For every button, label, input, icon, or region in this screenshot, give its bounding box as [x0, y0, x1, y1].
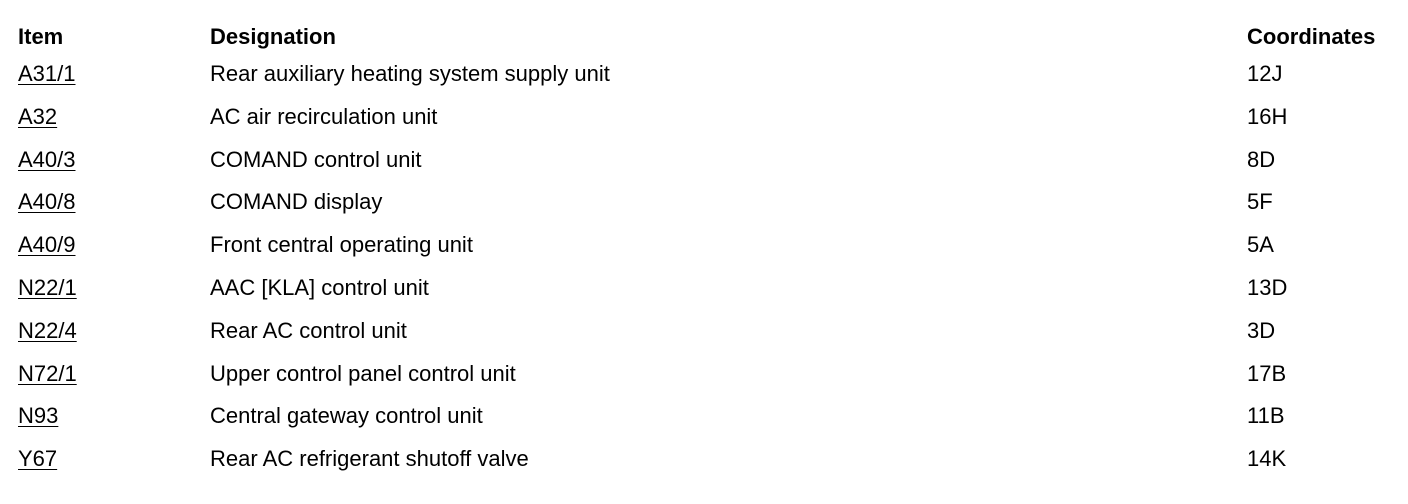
item-link[interactable]: N22/1 — [18, 274, 77, 300]
table-row: N93 Central gateway control unit 11B — [0, 397, 1408, 440]
table-row: N22/4 Rear AC control unit 3D — [0, 312, 1408, 355]
table-row: N72/1 Upper control panel control unit 1… — [0, 355, 1408, 398]
table-body: A31/1 Rear auxiliary heating system supp… — [0, 55, 1408, 483]
table-row: A40/9 Front central operating unit 5A — [0, 226, 1408, 269]
table-row: A40/3 COMAND control unit 8D — [0, 141, 1408, 184]
designation-cell: AC air recirculation unit — [210, 103, 438, 129]
table-row: N22/1 AAC [KLA] control unit 13D — [0, 269, 1408, 312]
coordinates-cell: 3D — [1247, 317, 1276, 343]
header-item: Item — [18, 24, 64, 49]
header-designation: Designation — [210, 24, 336, 49]
coordinates-cell: 14K — [1247, 446, 1287, 472]
designation-cell: Rear auxiliary heating system supply uni… — [210, 61, 610, 86]
coordinates-cell: 16H — [1247, 103, 1288, 129]
designation-cell: COMAND display — [210, 189, 383, 215]
coordinates-cell: 12J — [1247, 61, 1283, 86]
coordinates-cell: 5F — [1247, 189, 1273, 215]
component-table: Item Designation Coordinates A31/1 Rear … — [0, 19, 1408, 483]
item-link[interactable]: A31/1 — [18, 61, 76, 86]
coordinates-cell: 13D — [1247, 274, 1288, 300]
designation-cell: Rear AC refrigerant shutoff valve — [210, 446, 529, 472]
table-row: Y67 Rear AC refrigerant shutoff valve 14… — [0, 440, 1408, 483]
designation-cell: AAC [KLA] control unit — [210, 274, 429, 300]
coordinates-cell: 11B — [1247, 403, 1285, 429]
item-link[interactable]: A40/8 — [18, 189, 76, 215]
item-link[interactable]: A40/9 — [18, 232, 76, 258]
item-link[interactable]: A40/3 — [18, 146, 76, 172]
designation-cell: Upper control panel control unit — [210, 360, 516, 386]
table-header: Item Designation Coordinates — [0, 19, 1408, 55]
item-link[interactable]: N22/4 — [18, 317, 77, 343]
coordinates-cell: 8D — [1247, 146, 1276, 172]
table-row: A31/1 Rear auxiliary heating system supp… — [0, 55, 1408, 98]
header-coordinates: Coordinates — [1247, 24, 1376, 49]
table-row: A40/8 COMAND display 5F — [0, 183, 1408, 226]
designation-cell: Front central operating unit — [210, 232, 473, 258]
item-link[interactable]: Y67 — [18, 446, 58, 472]
item-link[interactable]: A32 — [18, 103, 58, 129]
designation-cell: Rear AC control unit — [210, 317, 407, 343]
coordinates-cell: 5A — [1247, 232, 1274, 258]
item-link[interactable]: N93 — [18, 403, 59, 429]
designation-cell: Central gateway control unit — [210, 403, 483, 429]
table-row: A32 AC air recirculation unit 16H — [0, 98, 1408, 141]
item-link[interactable]: N72/1 — [18, 360, 77, 386]
designation-cell: COMAND control unit — [210, 146, 422, 172]
coordinates-cell: 17B — [1247, 360, 1287, 386]
